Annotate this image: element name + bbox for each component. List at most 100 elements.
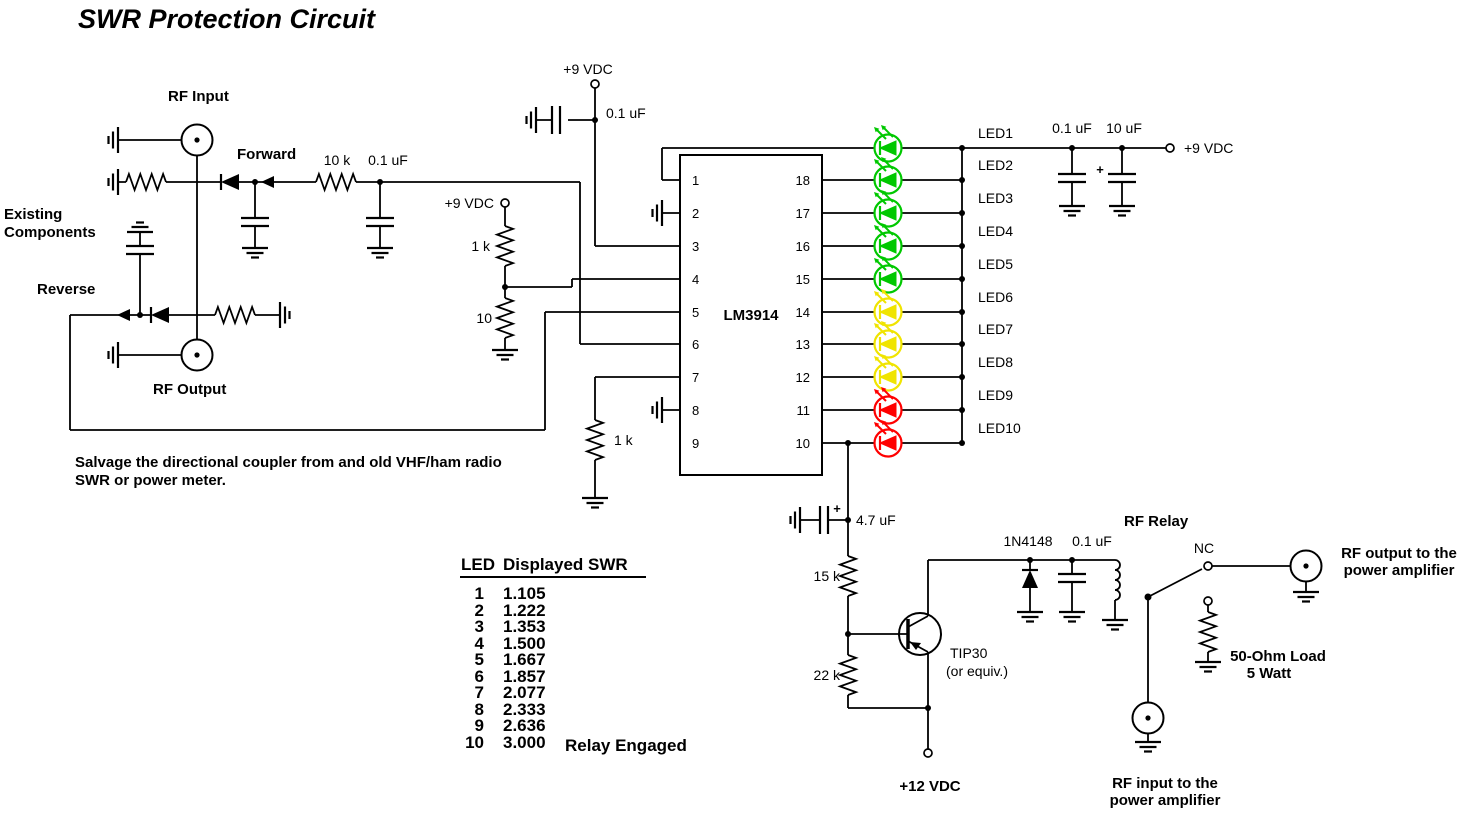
ic-pin-5: 5 (692, 305, 699, 320)
label-led2: LED2 (978, 157, 1013, 173)
ic-pin-13: 13 (796, 337, 810, 352)
label-9vdc-divider: +9 VDC (445, 195, 494, 211)
label-cap-0p1uf-rail: 0.1 uF (1052, 120, 1092, 136)
capacitor-0p1uf-relay (1056, 572, 1088, 584)
label-transistor-equiv: (or equiv.) (946, 663, 1008, 679)
ground-icon (1291, 590, 1321, 603)
rf-input-connector (180, 123, 214, 157)
table-header-swr: Displayed SWR (503, 555, 628, 574)
label-led3: LED3 (978, 190, 1013, 206)
relay-nc-contact (1203, 561, 1213, 571)
note-line1: Salvage the directional coupler from and… (75, 454, 502, 471)
table-row-led: 5 (475, 650, 484, 669)
table-row-led: 4 (475, 634, 485, 653)
label-led4: LED4 (978, 223, 1013, 239)
label-led5: LED5 (978, 256, 1013, 272)
terminal-12vdc (923, 748, 933, 758)
capacitor-10uf-rail (1106, 172, 1138, 184)
label-9vdc-rail: +9 VDC (1184, 140, 1233, 156)
capacitor-0p1uf-rail (1056, 172, 1088, 184)
ground-icon (1057, 204, 1087, 217)
capacitor-0p1uf-supply (550, 104, 562, 136)
led-6-symbol (872, 287, 903, 327)
ic-pin-12: 12 (796, 370, 810, 385)
transistor-tip30 (898, 612, 942, 656)
label-resistor-10k: 10 k (324, 152, 351, 168)
label-rf-in-pa-line1: RF input to the (1112, 775, 1218, 792)
label-ic-lm3914: LM3914 (723, 307, 779, 324)
ground-icon (1107, 204, 1137, 217)
ic-pin-11: 11 (797, 403, 811, 418)
ground-icon (278, 300, 291, 330)
resistor-10k (315, 173, 357, 191)
ground-icon (789, 505, 802, 535)
table-row-led: 9 (475, 716, 484, 735)
ground-icon (240, 246, 270, 259)
table-row-swr: 2.636 (503, 716, 546, 735)
diode-forward-detector (219, 172, 241, 192)
ground-icon (1133, 740, 1163, 753)
pnp-emitter-arrow-icon (910, 642, 921, 650)
table-row-led: 7 (475, 683, 484, 702)
label-led1: LED1 (978, 125, 1013, 141)
table-note-relay-engaged: Relay Engaged (565, 736, 687, 755)
resistor-reverse-pickup (214, 306, 256, 324)
label-resistor-1k-ref: 1 k (614, 432, 634, 448)
ic-pin-14: 14 (796, 305, 810, 320)
table-row-swr: 1.353 (503, 617, 546, 636)
resistor-22k (839, 654, 857, 696)
resistor-1k-divider (496, 225, 514, 267)
ic-pin-10: 10 (796, 436, 810, 451)
led-2-symbol (872, 155, 903, 195)
ic-pin-3: 3 (692, 239, 699, 254)
capacitor-0p1uf-forward (364, 216, 396, 228)
label-rf-in-pa-line2: power amplifier (1110, 792, 1221, 809)
led-4-symbol (872, 221, 903, 261)
resistor-symbols (125, 173, 1217, 696)
ground-icon (651, 395, 664, 425)
table-row-led: 3 (475, 617, 484, 636)
label-transistor-tip30: TIP30 (950, 645, 988, 661)
table-row-swr: 2.333 (503, 700, 546, 719)
ground-icon (1100, 618, 1130, 631)
transistor-body (898, 612, 942, 656)
terminal-9vdc-top (590, 79, 600, 89)
capacitor-forward-filter (239, 216, 271, 228)
resistor-forward-pickup (125, 173, 167, 191)
ground-icon (1193, 660, 1223, 673)
reverse-signal-arrow-icon (117, 309, 130, 321)
forward-signal-arrow-icon (261, 176, 274, 188)
label-components: Components (4, 224, 96, 241)
label-cap-4p7uf: 4.7 uF (856, 512, 896, 528)
label-resistor-22k: 22 k (814, 667, 841, 683)
capacitor-4p7uf (818, 504, 830, 536)
led-7-symbol (872, 319, 903, 359)
led-10-symbol (872, 418, 903, 458)
ic-pin-17: 17 (796, 206, 810, 221)
table-row-swr: 1.222 (503, 601, 546, 620)
table-row-led: 8 (475, 700, 484, 719)
ground-icon (107, 167, 120, 197)
driver-wires (800, 443, 1307, 749)
label-led6: LED6 (978, 289, 1013, 305)
label-resistor-15k: 15 k (814, 568, 841, 584)
led-1-symbol (872, 123, 903, 163)
table-row-swr: 2.077 (503, 683, 546, 702)
table-row-swr: 3.000 (503, 733, 546, 752)
label-9vdc-top: +9 VDC (563, 61, 612, 77)
led-bus-wires (822, 148, 1123, 444)
ground-icon (125, 221, 155, 234)
labels: SWR Protection Circuit RF Input Forward … (4, 4, 1457, 809)
polarity-plus-4p7uf: + (833, 501, 841, 516)
label-load-line2: 5 Watt (1247, 665, 1291, 682)
label-12vdc: +12 VDC (899, 778, 960, 795)
ic-pin-9: 9 (692, 436, 699, 451)
table-header-led: LED (461, 555, 495, 574)
relay-no-contact (1203, 596, 1213, 606)
label-diode-1n4148: 1N4148 (1003, 533, 1052, 549)
label-rf-out-pa-line2: power amplifier (1344, 562, 1455, 579)
ground-icon (107, 125, 120, 155)
relay-coil-symbol (1114, 559, 1121, 601)
label-rf-out-pa-line1: RF output to the (1341, 545, 1457, 562)
